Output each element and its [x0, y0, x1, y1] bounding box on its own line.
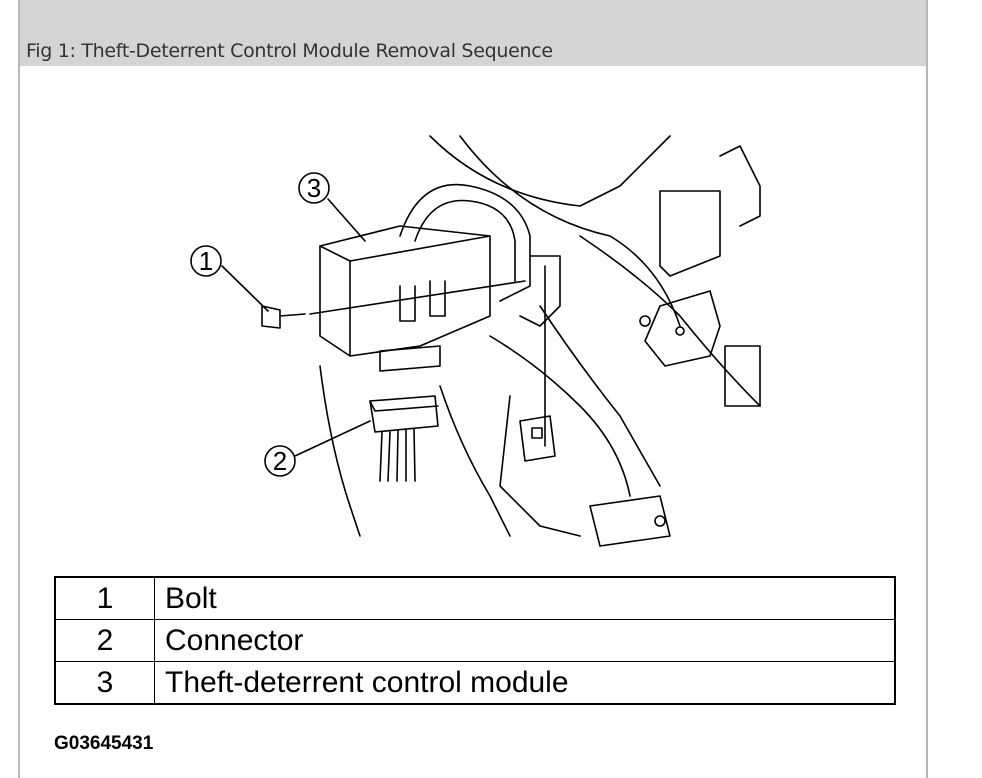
- callout-2-circle: [264, 445, 296, 477]
- bolt-head: [261, 305, 281, 329]
- callout-3-label: 3: [307, 173, 321, 203]
- callout-2-leader: [294, 420, 371, 457]
- lower-panel-line: [489, 335, 631, 497]
- module-removal-diagram: 1 2 3: [190, 135, 761, 547]
- dash-curve: [459, 135, 681, 327]
- bolt-guide-line: [309, 280, 526, 315]
- legend-row: 3 Theft-deterrent control module: [54, 661, 896, 705]
- callout-1-label: 1: [199, 246, 213, 276]
- steering-column-line-2: [539, 305, 661, 487]
- small-clip: [519, 415, 556, 462]
- legend-number: 3: [54, 661, 155, 705]
- callout-3-leader: [327, 198, 366, 242]
- harness-wires: [379, 428, 416, 482]
- legend-label: Connector: [154, 619, 896, 662]
- right-switch: [724, 345, 761, 407]
- relay-box: [659, 190, 721, 277]
- pillar-line-2: [439, 385, 511, 537]
- callout-1-circle: [190, 245, 222, 277]
- legend-label: Theft-deterrent control module: [154, 661, 896, 705]
- legend-row: 1 Bolt: [54, 576, 896, 620]
- relay-box-2: [644, 290, 721, 367]
- parts-legend-table: 1 Bolt 2 Connector 3 Theft-deterrent con…: [54, 576, 896, 705]
- legend-number: 1: [54, 576, 155, 620]
- right-bracket: [719, 145, 761, 227]
- figure-title: Fig 1: Theft-Deterrent Control Module Re…: [26, 40, 553, 62]
- module-bracket: [399, 183, 531, 302]
- module-tab: [399, 285, 416, 322]
- callout-3-circle: [298, 172, 330, 204]
- callout-2-label: 2: [273, 446, 287, 476]
- small-bracket: [519, 255, 561, 327]
- figure-header: Fig 1: Theft-Deterrent Control Module Re…: [20, 0, 926, 66]
- harness-connector: [369, 395, 439, 433]
- figure-code: G03645431: [54, 733, 154, 754]
- lower-right-bracket: [589, 495, 671, 547]
- figure-panel: Fig 1: Theft-Deterrent Control Module Re…: [18, 0, 928, 778]
- control-module: [319, 225, 491, 357]
- steering-column-line: [579, 235, 761, 407]
- legend-number: 2: [54, 619, 155, 662]
- dash-outline: [429, 135, 671, 207]
- callout-1-leader: [221, 265, 269, 312]
- module-connector-port: [379, 345, 441, 372]
- legend-label: Bolt: [154, 576, 896, 620]
- pillar-line: [319, 365, 361, 537]
- bolt-shaft: [279, 313, 306, 317]
- lower-panel-line-2: [499, 395, 581, 537]
- legend-row: 2 Connector: [54, 619, 896, 662]
